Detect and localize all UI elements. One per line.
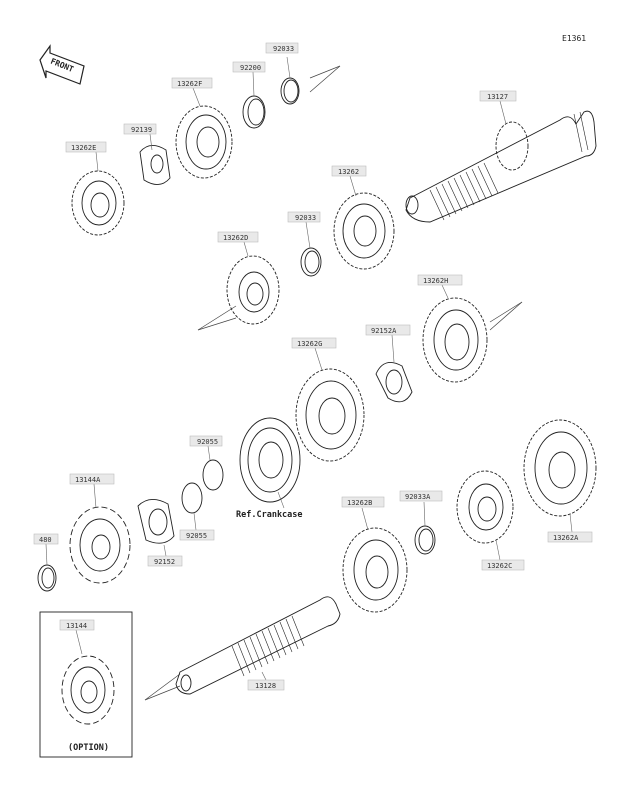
callout-92055-bottom: 92055 bbox=[179, 529, 215, 541]
part-92033A-circlip bbox=[414, 501, 436, 555]
svg-text:13262E: 13262E bbox=[71, 144, 96, 152]
callout-92033-top: 92033 bbox=[265, 42, 299, 54]
callout-92033-mid: 92033 bbox=[287, 211, 321, 223]
svg-text:13262H: 13262H bbox=[423, 277, 448, 285]
part-480-circlip bbox=[37, 543, 57, 592]
callout-13262B: 13262B bbox=[341, 496, 385, 508]
svg-text:92033: 92033 bbox=[273, 45, 294, 53]
svg-text:92152: 92152 bbox=[154, 558, 175, 566]
part-13262E-gear bbox=[71, 151, 125, 236]
part-92055-top-ring bbox=[202, 445, 224, 491]
part-92033-mid-circlip bbox=[300, 221, 322, 277]
part-13128-shaft bbox=[175, 596, 341, 695]
front-arrow-icon: FRONT bbox=[39, 44, 85, 85]
svg-text:480: 480 bbox=[39, 536, 52, 544]
svg-text:13262F: 13262F bbox=[177, 80, 202, 88]
part-13262A-gear bbox=[523, 419, 597, 533]
part-13262H-gear bbox=[422, 284, 488, 383]
svg-text:13262A: 13262A bbox=[553, 534, 579, 542]
callout-13144: 13144 bbox=[59, 619, 95, 631]
callout-13262A: 13262A bbox=[547, 531, 593, 543]
callout-92200: 92200 bbox=[232, 61, 266, 73]
part-13262-gear bbox=[333, 175, 395, 270]
part-92033-top-circlip bbox=[280, 56, 300, 105]
bearing-ref-crankcase: Ref.Crankcase bbox=[236, 417, 303, 520]
svg-text:13144A: 13144A bbox=[75, 476, 101, 484]
svg-text:13262G: 13262G bbox=[297, 340, 322, 348]
svg-text:13144: 13144 bbox=[66, 622, 87, 630]
svg-text:92033A: 92033A bbox=[405, 493, 431, 501]
ref-crankcase-label: Ref.Crankcase bbox=[236, 510, 303, 520]
callout-13262C: 13262C bbox=[481, 559, 525, 571]
part-13127-shaft bbox=[405, 100, 597, 223]
svg-text:13262C: 13262C bbox=[487, 562, 512, 570]
callout-92055-top: 92055 bbox=[189, 435, 223, 447]
callout-13127: 13127 bbox=[479, 90, 517, 102]
part-13262C-gear bbox=[456, 470, 514, 561]
callout-13144A: 13144A bbox=[69, 473, 115, 485]
svg-text:13127: 13127 bbox=[487, 93, 508, 101]
callout-13262G: 13262G bbox=[291, 337, 337, 349]
option-label: (OPTION) bbox=[68, 743, 109, 753]
callout-13262D: 13262D bbox=[217, 231, 259, 243]
callout-13262E: 13262E bbox=[65, 141, 107, 153]
part-13262D-gear bbox=[226, 241, 280, 325]
callout-92033A: 92033A bbox=[399, 490, 443, 502]
part-92139-bushing bbox=[139, 133, 171, 185]
callout-92152: 92152 bbox=[147, 555, 183, 567]
svg-text:92152A: 92152A bbox=[371, 327, 397, 335]
upper-axis-lines bbox=[144, 65, 523, 701]
callout-13262F: 13262F bbox=[171, 77, 213, 89]
svg-text:92055: 92055 bbox=[186, 532, 207, 540]
option-box: (OPTION) bbox=[39, 611, 133, 758]
callout-92152A: 92152A bbox=[365, 324, 411, 336]
callout-13262: 13262 bbox=[331, 165, 367, 177]
svg-text:13262B: 13262B bbox=[347, 499, 372, 507]
svg-text:13128: 13128 bbox=[255, 682, 276, 690]
part-13262G-gear bbox=[295, 347, 365, 462]
svg-text:13262D: 13262D bbox=[223, 234, 248, 242]
svg-text:92033: 92033 bbox=[295, 214, 316, 222]
callout-13128: 13128 bbox=[247, 679, 285, 691]
callout-92139: 92139 bbox=[123, 123, 157, 135]
callout-480: 480 bbox=[33, 533, 59, 545]
part-92055-bottom-ring bbox=[181, 482, 203, 531]
part-13262F-gear bbox=[175, 87, 233, 179]
part-92200-washer bbox=[242, 71, 266, 129]
svg-text:92200: 92200 bbox=[240, 64, 261, 72]
part-92152A-collar bbox=[375, 334, 413, 403]
svg-text:92139: 92139 bbox=[131, 126, 152, 134]
part-13144A-sprocket bbox=[69, 483, 131, 584]
part-13262B-gear bbox=[342, 507, 408, 613]
part-92152-collar bbox=[137, 499, 175, 557]
callout-13262H: 13262H bbox=[417, 274, 463, 286]
svg-text:92055: 92055 bbox=[197, 438, 218, 446]
svg-text:13262: 13262 bbox=[338, 168, 359, 176]
page-code: E1361 bbox=[562, 34, 586, 43]
